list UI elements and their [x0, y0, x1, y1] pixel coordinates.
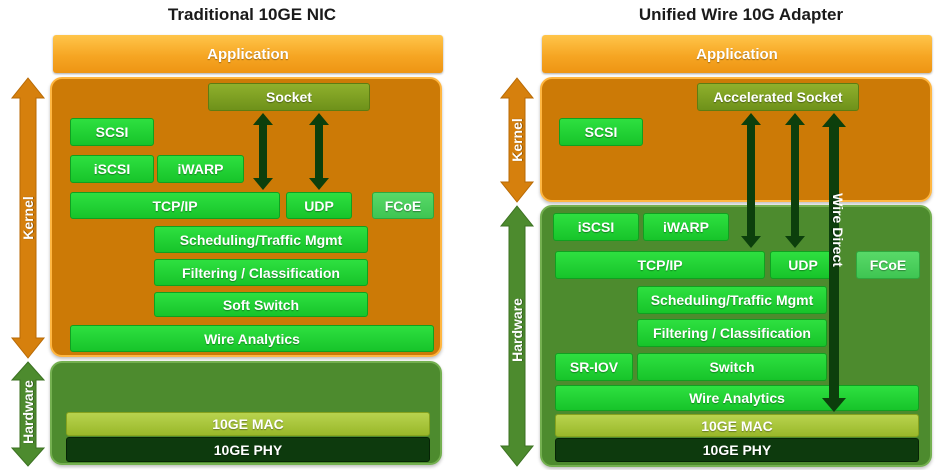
left-filtering-block: Filtering / Classification [154, 259, 368, 286]
left-kernel-side-arrow [10, 77, 46, 359]
right-iscsi-block: iSCSI [553, 213, 639, 241]
left-iscsi-block: iSCSI [70, 155, 154, 183]
right-application-layer: Application [542, 35, 932, 73]
right-iwarp-block: iWARP [643, 213, 729, 241]
right-hardware-label: Hardware [509, 298, 525, 362]
right-wire-analytics-block: Wire Analytics [555, 385, 919, 411]
left-socket-udp-arrow [309, 113, 329, 190]
right-scheduling-block: Scheduling/Traffic Mgmt [637, 286, 827, 314]
right-scsi-block: SCSI [559, 118, 643, 146]
left-udp-block: UDP [286, 192, 352, 219]
left-phy-block: 10GE PHY [66, 437, 430, 462]
left-scheduling-block: Scheduling/Traffic Mgmt [154, 226, 368, 253]
right-accelerated-socket-block: Accelerated Socket [697, 83, 859, 111]
right-switch-block: Switch [637, 353, 827, 381]
left-fcoe-block: FCoE [372, 192, 434, 219]
right-mac-block: 10GE MAC [555, 414, 919, 437]
left-hardware-label: Hardware [20, 380, 36, 444]
right-title: Unified Wire 10G Adapter [638, 5, 844, 24]
left-tcpip-block: TCP/IP [70, 192, 280, 219]
left-mac-block: 10GE MAC [66, 412, 430, 436]
right-application-label: Application [696, 45, 778, 63]
right-udp-block: UDP [770, 251, 836, 279]
left-scsi-block: SCSI [70, 118, 154, 146]
right-phy-block: 10GE PHY [555, 438, 919, 462]
left-iwarp-block: iWARP [157, 155, 244, 183]
left-wire-analytics-block: Wire Analytics [70, 325, 434, 352]
right-tcpip-block: TCP/IP [555, 251, 765, 279]
left-soft-switch-block: Soft Switch [154, 292, 368, 317]
right-sriov-block: SR-IOV [555, 353, 633, 381]
right-hardware-side-arrow [499, 205, 535, 467]
right-wire-direct-arrow [822, 113, 846, 412]
right-kernel-side-arrow [499, 77, 535, 203]
left-hardware-side-arrow [10, 361, 46, 467]
right-socket-tcp-arrow [741, 113, 761, 248]
left-application-layer: Application [53, 35, 443, 73]
left-socket-tcp-arrow [253, 113, 273, 190]
right-wire-direct-label: Wire Direct [830, 193, 846, 267]
right-socket-udp-arrow [785, 113, 805, 248]
right-fcoe-block: FCoE [856, 251, 920, 279]
right-kernel-label: Kernel [509, 118, 525, 162]
left-kernel-label: Kernel [20, 196, 36, 240]
left-title: Traditional 10GE NIC [167, 5, 337, 24]
left-application-label: Application [207, 45, 289, 63]
right-filtering-block: Filtering / Classification [637, 319, 827, 347]
left-socket-block: Socket [208, 83, 370, 111]
